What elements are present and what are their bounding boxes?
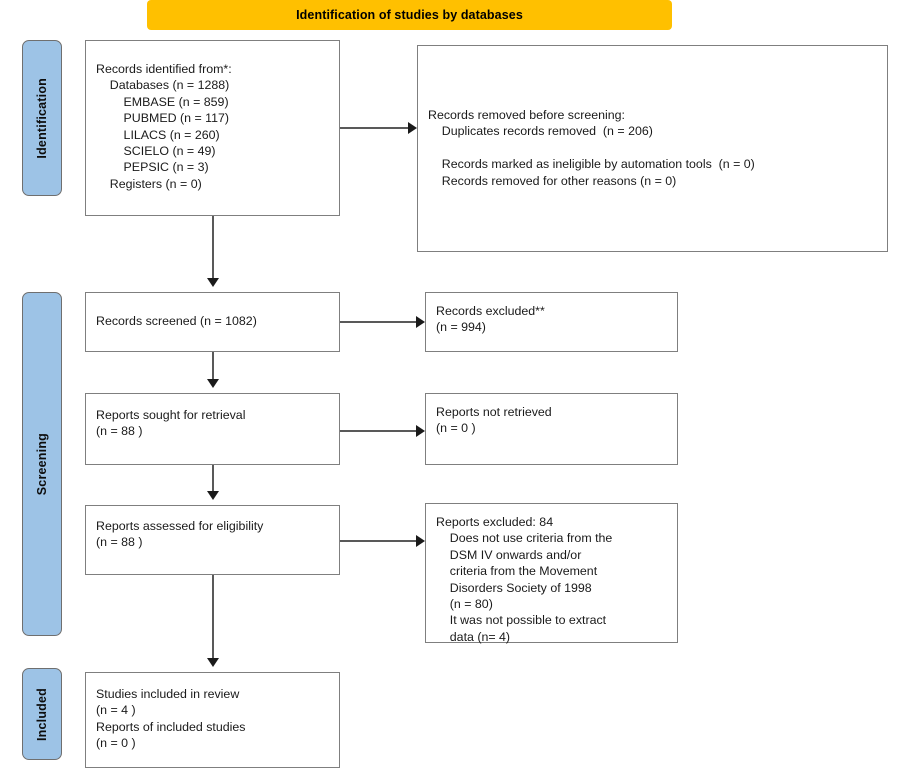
stage-bar-identification: Identification [22, 40, 62, 196]
stage-label-screening: Screening [35, 432, 49, 496]
connector-assessed-to-reportsexcluded [340, 540, 416, 542]
box-reports-excluded: Reports excluded: 84 Does not use criter… [425, 503, 678, 644]
box-records-removed-before-screening: Records removed before screening: Duplic… [417, 45, 888, 252]
box-records-identified-text: Records identified from*: Databases (n =… [96, 62, 232, 191]
box-records-screened: Records screened (n = 1082) [85, 292, 340, 352]
arrowhead-identified-to-removed [408, 122, 417, 134]
arrowhead-assessed-to-included [207, 658, 219, 667]
connector-screened-to-sought [212, 352, 214, 379]
box-records-excluded-text: Records excluded** (n = 994) [436, 304, 545, 335]
banner-title: Identification of studies by databases [296, 8, 523, 22]
arrowhead-sought-to-notretrieved [416, 425, 425, 437]
arrowhead-assessed-to-reportsexcluded [416, 535, 425, 547]
box-reports-not-retrieved-text: Reports not retrieved (n = 0 ) [436, 405, 552, 436]
arrowhead-screened-to-excluded [416, 316, 425, 328]
stage-label-identification: Identification [35, 77, 49, 159]
banner-identification-by-databases: Identification of studies by databases [147, 0, 672, 30]
box-reports-excluded-text: Reports excluded: 84 Does not use criter… [436, 515, 613, 644]
connector-screened-to-excluded [340, 321, 416, 323]
connector-sought-to-assessed [212, 465, 214, 491]
stage-bar-included: Included [22, 668, 62, 760]
box-reports-sought-for-retrieval: Reports sought for retrieval (n = 88 ) [85, 393, 340, 465]
arrowhead-screened-to-sought [207, 379, 219, 388]
box-reports-assessed-text: Reports assessed for eligibility (n = 88… [96, 519, 264, 550]
connector-identified-to-removed [340, 127, 408, 129]
box-records-screened-text: Records screened (n = 1082) [96, 314, 257, 328]
box-studies-included-text: Studies included in review (n = 4 ) Repo… [96, 687, 246, 751]
stage-bar-screening: Screening [22, 292, 62, 636]
connector-identified-to-screened [212, 216, 214, 278]
arrowhead-identified-to-screened [207, 278, 219, 287]
box-reports-not-retrieved: Reports not retrieved (n = 0 ) [425, 393, 678, 465]
stage-label-included: Included [35, 687, 49, 741]
connector-sought-to-notretrieved [340, 430, 416, 432]
box-records-removed-text: Records removed before screening: Duplic… [428, 108, 755, 188]
box-records-excluded: Records excluded** (n = 994) [425, 292, 678, 352]
box-reports-assessed-for-eligibility: Reports assessed for eligibility (n = 88… [85, 505, 340, 575]
arrowhead-sought-to-assessed [207, 491, 219, 500]
box-records-identified: Records identified from*: Databases (n =… [85, 40, 340, 216]
box-reports-sought-text: Reports sought for retrieval (n = 88 ) [96, 408, 246, 439]
box-studies-included-in-review: Studies included in review (n = 4 ) Repo… [85, 672, 340, 768]
connector-assessed-to-included [212, 575, 214, 658]
